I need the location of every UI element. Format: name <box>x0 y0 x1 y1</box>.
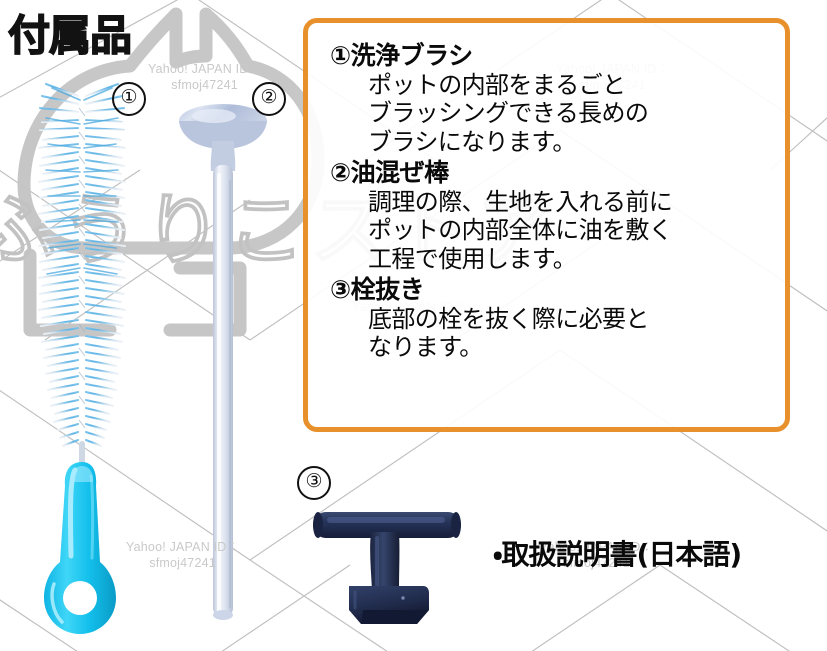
page-title: 付属品 <box>7 10 133 61</box>
accessory-1-body-line: ポットの内部をまるごと <box>368 70 626 99</box>
accessory-3-body-line: 底部の栓を抜く際に必要と <box>368 304 649 333</box>
accessory-entry-1: ①洗浄ブラシ ポットの内部をまるごと ブラッシングできる長めの ブラシになります… <box>330 41 775 156</box>
accessory-entry-3: ③栓抜き 底部の栓を抜く際に必要と なります。 <box>330 275 775 362</box>
accessory-description-panel: ①洗浄ブラシ ポットの内部をまるごと ブラッシングできる長めの ブラシになります… <box>303 18 790 432</box>
yahoo-id-line1: Yahoo! JAPAN ID： <box>148 62 262 76</box>
accessory-entry-2: ②油混ぜ棒 調理の際、生地を入れる前に ポットの内部全体に油を敷く 工程で使用し… <box>330 158 775 273</box>
accessory-1-body-line: ブラシになります。 <box>368 127 576 156</box>
manual-item-line: ・取扱説明書(日本語) <box>493 538 742 571</box>
product-plug-puller <box>307 498 467 628</box>
accessory-2-body-line: 工程で使用します。 <box>368 244 577 273</box>
product-cleaning-brush <box>30 78 160 638</box>
badge-2: ② <box>252 82 286 116</box>
yahoo-id-line2: sfmoj47241 <box>171 77 238 92</box>
accessory-3-body: 底部の栓を抜く際に必要と なります。 <box>330 305 775 362</box>
accessory-1-body: ポットの内部をまるごと ブラッシングできる長めの ブラシになります。 <box>330 71 775 157</box>
accessory-2-body-line: 調理の際、生地を入れる前に <box>368 187 673 216</box>
accessory-3-heading: ③栓抜き <box>330 275 425 305</box>
accessory-3-body-line: なります。 <box>368 333 483 362</box>
yahoo-id-watermark: Yahoo! JAPAN ID： sfmoj47241 <box>148 62 261 93</box>
accessory-2-body-line: ポットの内部全体に油を敷く <box>368 216 673 245</box>
accessory-2-body: 調理の際、生地を入れる前に ポットの内部全体に油を敷く 工程で使用します。 <box>330 188 775 274</box>
accessory-1-heading: ①洗浄ブラシ <box>330 41 473 70</box>
badge-3: ③ <box>297 466 331 500</box>
product-oil-stir-stick <box>168 95 278 623</box>
badge-1: ① <box>112 82 146 116</box>
accessory-1-body-line: ブラッシングできる長めの <box>368 99 649 128</box>
accessory-2-heading: ②油混ぜ棒 <box>330 158 449 188</box>
